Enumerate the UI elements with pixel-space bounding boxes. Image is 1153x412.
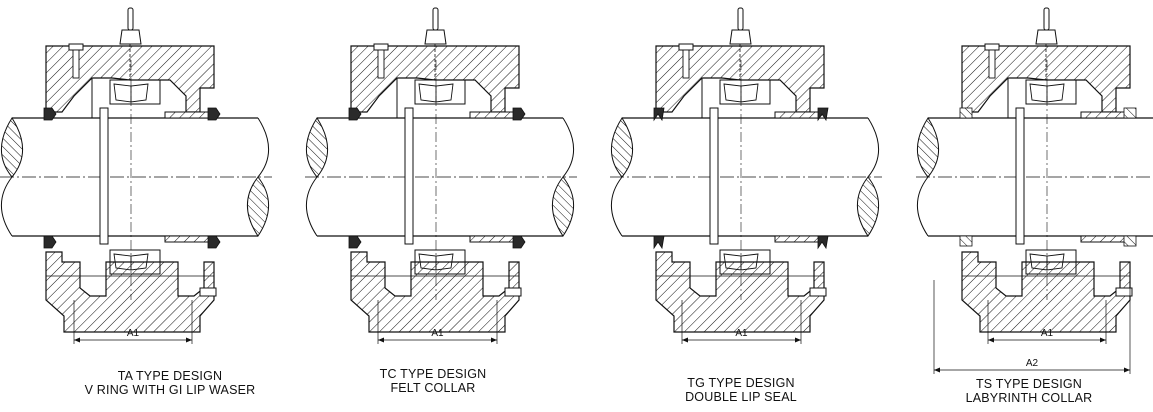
seal-element: [348, 107, 362, 121]
lock-plate-bottom: [774, 235, 826, 243]
cap-bolt-head: [678, 43, 694, 51]
housing-base-section: [961, 251, 1131, 333]
housing-base-section: [655, 251, 825, 333]
shaft-break-right: [552, 176, 574, 237]
seal-element: [348, 235, 362, 249]
bearing-upper: [1025, 79, 1077, 105]
shaft-break-right: [247, 176, 269, 237]
bearing-lower: [414, 249, 466, 275]
caption-tc-subtitle: FELT COLLAR: [390, 381, 476, 395]
lip-seal-element: [817, 107, 829, 122]
dimension-a2-label: A2: [1026, 358, 1039, 369]
lock-plate-bottom: [1080, 235, 1132, 243]
lip-seal-element: [653, 235, 665, 250]
grease-nipple-stem: [127, 7, 134, 31]
grease-nipple-stem: [432, 7, 439, 31]
dimension-a1-label: A1: [127, 328, 140, 339]
shaft-break-left: [306, 117, 328, 178]
grease-nipple-body: [424, 29, 447, 45]
adapter-sleeve: [709, 107, 719, 245]
labyrinth-element: [959, 107, 973, 119]
dimension-a1-label: A1: [431, 328, 444, 339]
roller-upper: [418, 83, 454, 103]
housing-ta: A1: [0, 7, 272, 344]
bearing-lower: [109, 249, 161, 275]
dimension-a1-label: A1: [735, 328, 748, 339]
lock-plate-bottom: [164, 235, 216, 243]
lock-plate-bottom: [469, 235, 521, 243]
roller-upper: [723, 83, 759, 103]
bearing-lower: [1025, 249, 1077, 275]
caption-ts-design: TS TYPE DESIGN LABYRINTH COLLAR: [929, 377, 1129, 405]
seal-element: [43, 107, 57, 121]
seal-element: [207, 235, 221, 249]
labyrinth-element: [1123, 235, 1137, 247]
grease-nipple-body: [729, 29, 752, 45]
bearing-lower: [719, 249, 771, 275]
roller-upper: [113, 83, 149, 103]
lip-seal-element: [817, 235, 829, 250]
roller-upper: [1029, 83, 1065, 103]
grease-nipple-body: [119, 29, 142, 45]
adapter-sleeve: [404, 107, 414, 245]
cap-bolt-shank: [682, 49, 690, 79]
side-bolt: [1115, 287, 1133, 297]
cap-bolt-head: [68, 43, 84, 51]
caption-ts-title: TS TYPE DESIGN: [975, 377, 1083, 391]
shaft-break-left: [917, 117, 939, 178]
lock-plate-top: [1080, 111, 1132, 119]
caption-ta-title: TA TYPE DESIGN: [117, 369, 223, 383]
lock-plate-top: [164, 111, 216, 119]
roller-lower: [723, 253, 759, 271]
seal-element: [43, 235, 57, 249]
cap-bolt-head: [373, 43, 389, 51]
housing-base-section: [350, 251, 520, 333]
labyrinth-element: [959, 235, 973, 247]
roller-lower: [113, 253, 149, 271]
cap-bolt-shank: [988, 49, 996, 79]
seal-element: [512, 235, 526, 249]
shaft-break-left: [1, 117, 23, 178]
bearing-upper: [414, 79, 466, 105]
seal-element: [512, 107, 526, 121]
shaft-break-left: [611, 117, 633, 178]
bearing-upper: [109, 79, 161, 105]
bearing-upper: [719, 79, 771, 105]
labyrinth-element: [1123, 107, 1137, 119]
side-bolt: [809, 287, 827, 297]
roller-lower: [418, 253, 454, 271]
caption-ta-subtitle: V RING WITH GI LIP WASER: [84, 383, 256, 397]
cap-bolt-shank: [72, 49, 80, 79]
adapter-sleeve: [99, 107, 109, 245]
cap-bolt-head: [984, 43, 1000, 51]
adapter-sleeve: [1015, 107, 1025, 245]
side-bolt: [504, 287, 522, 297]
caption-tg-subtitle: DOUBLE LIP SEAL: [685, 390, 797, 404]
caption-tg-title: TG TYPE DESIGN: [687, 376, 795, 390]
caption-tc-design: TC TYPE DESIGN FELT COLLAR: [333, 367, 533, 395]
dimension-a1-label: A1: [1041, 328, 1054, 339]
caption-tc-title: TC TYPE DESIGN: [379, 367, 487, 381]
grease-nipple-body: [1035, 29, 1058, 45]
caption-ta-design: TA TYPE DESIGN V RING WITH GI LIP WASER: [50, 369, 290, 397]
shaft-break-right: [857, 176, 879, 237]
grease-nipple-stem: [1043, 7, 1050, 31]
lock-plate-top: [774, 111, 826, 119]
cap-bolt-shank: [377, 49, 385, 79]
grease-nipple-stem: [737, 7, 744, 31]
housing-tc: A1: [305, 7, 577, 344]
roller-lower: [1029, 253, 1065, 271]
housing-base-section: [45, 251, 215, 333]
side-bolt: [199, 287, 217, 297]
housing-tg: A1: [610, 7, 882, 344]
seal-element: [207, 107, 221, 121]
caption-ts-subtitle: LABYRINTH COLLAR: [965, 391, 1093, 405]
caption-tg-design: TG TYPE DESIGN DOUBLE LIP SEAL: [641, 376, 841, 404]
lock-plate-top: [469, 111, 521, 119]
lip-seal-element: [653, 107, 665, 122]
